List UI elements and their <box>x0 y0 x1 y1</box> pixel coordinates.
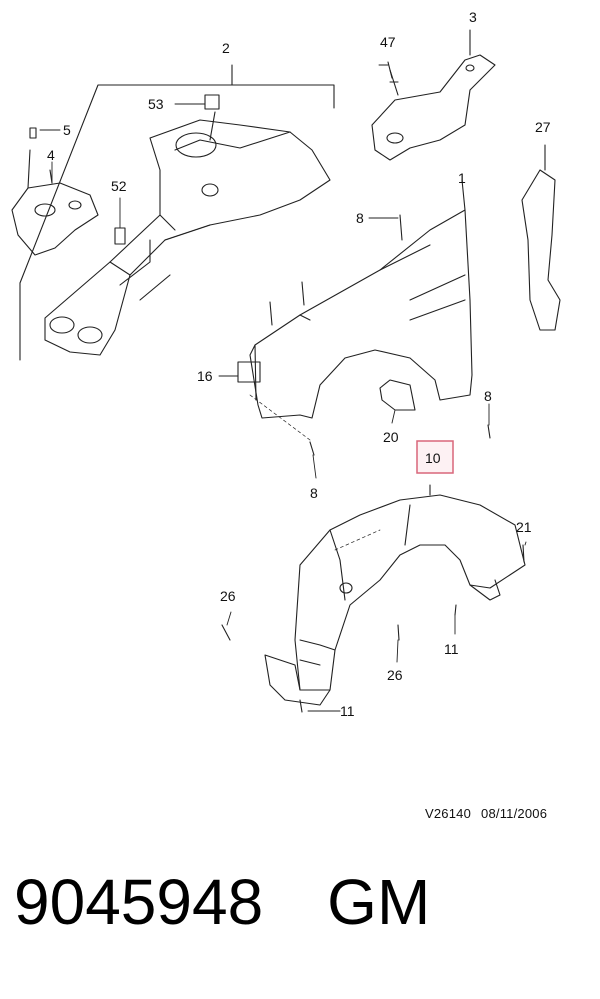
callout-26-bottom: 26 <box>387 667 403 683</box>
callout-27: 27 <box>535 119 551 135</box>
callout-1: 1 <box>458 170 466 186</box>
front-fender-part-1 <box>249 179 473 419</box>
callout-numbers: 2 53 5 4 52 3 47 27 1 8 16 8 20 8 10 21 … <box>47 9 551 719</box>
callout-4: 4 <box>47 147 55 163</box>
brand-name: GM <box>327 866 431 938</box>
callout-20: 20 <box>383 429 399 445</box>
callout-5: 5 <box>63 122 71 138</box>
bracket-part-16 <box>237 361 261 383</box>
frame-rail-part-2 <box>44 94 331 356</box>
callout-10: 10 <box>425 450 441 466</box>
bracket-part-4 <box>11 127 99 256</box>
callout-21: 21 <box>516 519 532 535</box>
part-number: 9045948 <box>14 866 264 938</box>
diagram-reference: V26140 08/11/2006 <box>425 806 547 821</box>
callout-16: 16 <box>197 368 213 384</box>
callout-3: 3 <box>469 9 477 25</box>
callout-47: 47 <box>380 34 396 50</box>
callout-53: 53 <box>148 96 164 112</box>
callout-26-left: 26 <box>220 588 236 604</box>
diagram-code: V26140 <box>425 806 472 821</box>
callout-52: 52 <box>111 178 127 194</box>
callout-11-right: 11 <box>444 641 459 657</box>
bracket-part-20 <box>379 379 416 411</box>
diagram-date: 08/11/2006 <box>481 806 548 821</box>
leader-lines <box>39 64 527 712</box>
fastener-screws <box>221 61 525 713</box>
assembly-bracket-2 <box>19 64 335 361</box>
callout-8-right: 8 <box>484 388 492 404</box>
callout-2: 2 <box>222 40 230 56</box>
callout-8-bottom: 8 <box>310 485 318 501</box>
wheelhouse-liner-part-10 <box>264 484 526 706</box>
highlight-box-10 <box>416 440 454 474</box>
seal-part-27 <box>521 144 561 331</box>
callout-8-top: 8 <box>356 210 364 226</box>
clip-part-52 <box>114 227 126 245</box>
callout-11-bottom: 11 <box>340 703 355 719</box>
